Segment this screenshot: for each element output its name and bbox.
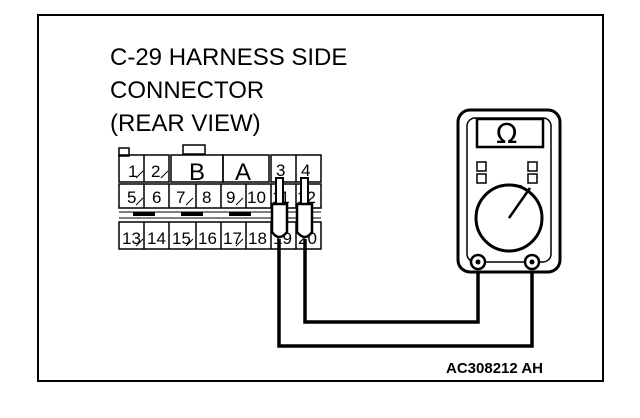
- meter-display: [475, 117, 545, 149]
- pin-label-1: 1: [128, 162, 137, 181]
- pin-label-13: 13: [122, 229, 141, 248]
- caption-line-2: CONNECTOR: [110, 77, 264, 104]
- pin-label-2: 2: [151, 162, 160, 181]
- pin-label-9: 9: [226, 188, 235, 207]
- pin-label-17: 17: [223, 229, 242, 248]
- caption-line-3: (REAR VIEW): [110, 110, 261, 137]
- pin-label-10: 10: [247, 188, 266, 207]
- connector-key-a: A: [235, 159, 251, 186]
- caption-line-1: C-29 HARNESS SIDE: [110, 44, 347, 71]
- pin-label-18: 18: [248, 229, 267, 248]
- figure-frame: [37, 14, 604, 382]
- pin-label-8: 8: [202, 188, 211, 207]
- pin-label-4: 4: [301, 161, 310, 180]
- pin-label-14: 14: [147, 229, 166, 248]
- test-probe-1: [270, 177, 289, 239]
- connector: [118, 144, 322, 250]
- pin-label-5: 5: [127, 188, 136, 207]
- test-probe-2: [295, 177, 314, 239]
- pin-label-6: 6: [152, 188, 161, 207]
- connector-key-b: B: [189, 159, 205, 186]
- pin-label-3: 3: [276, 161, 285, 180]
- pin-label-7: 7: [176, 188, 185, 207]
- pin-label-15: 15: [172, 229, 191, 248]
- ohm-symbol: Ω: [496, 117, 517, 150]
- pin-label-16: 16: [198, 229, 217, 248]
- test-lead-1: [277, 239, 534, 348]
- test-lead-2: [303, 239, 480, 324]
- ohmmeter-icon: [456, 108, 562, 274]
- figure-code: AC308212 AH: [446, 360, 543, 377]
